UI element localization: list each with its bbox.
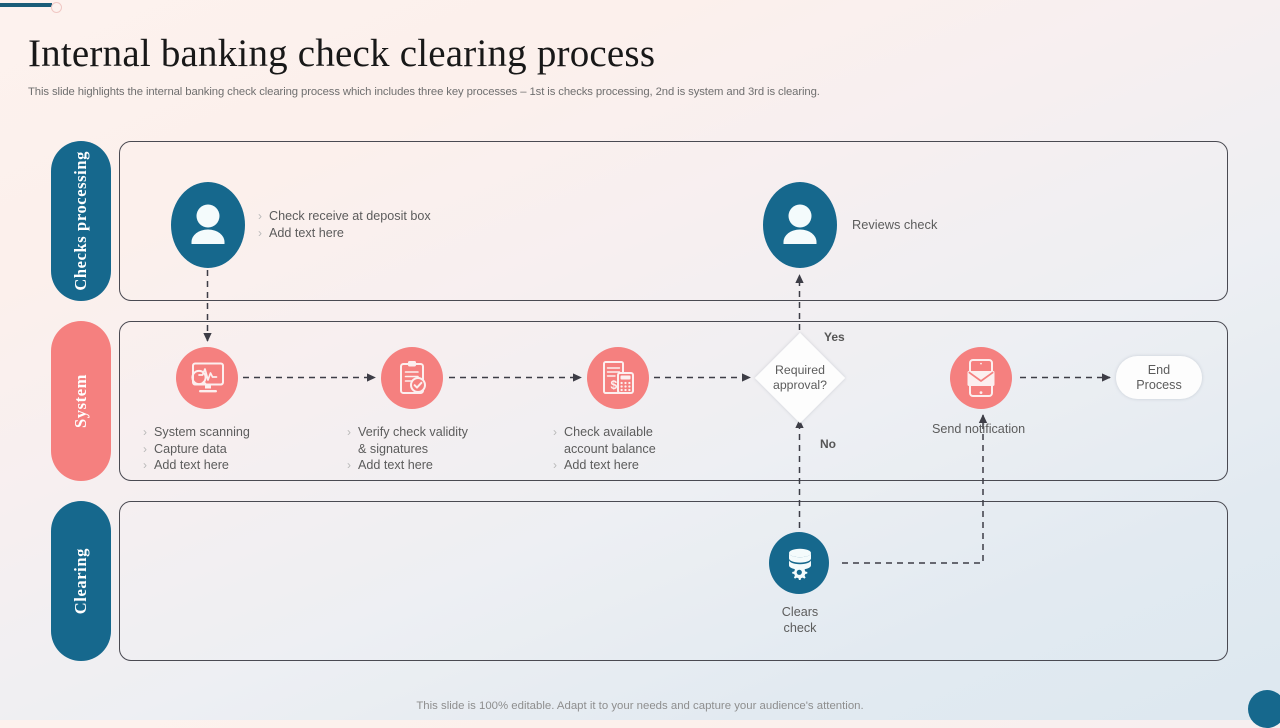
list-item: › Check available account balance [553,424,656,457]
list-item-label: Add text here [269,225,344,240]
list-item: › Verify check validity & signatures [347,424,468,457]
bullets-verify-check: › Verify check validity & signatures › A… [347,424,468,474]
label-clears-check: Clears check [781,605,819,635]
node-system-scanning[interactable] [176,347,238,409]
list-item-label: Check receive at deposit box [269,209,431,223]
list-item-label: Verify check validity & signatures [358,425,468,456]
page-title: Internal banking check clearing process [28,32,656,75]
person-icon [763,182,837,268]
list-item: › Capture data [143,441,250,458]
label-send-notification: Send notification [932,422,1026,436]
lane-label-clearing[interactable]: Clearing [51,501,111,661]
monitor-scan-icon [176,347,238,409]
list-item-label: Add text here [358,458,433,472]
lane-box-clearing [119,501,1228,661]
footer-note: This slide is 100% editable. Adapt it to… [416,700,864,712]
chevron-right-icon: › [553,425,557,439]
chevron-right-icon: › [347,458,351,472]
list-item-label: Add text here [564,458,639,472]
chevron-right-icon: › [143,458,147,472]
lane-label-text: Clearing [71,547,90,615]
list-item-label: Add text here [154,458,229,472]
chevron-right-icon: › [143,441,147,456]
phone-mail-icon [950,347,1012,409]
node-person-review[interactable] [763,182,837,268]
clipboard-check-icon [381,347,443,409]
top-accent-bar [0,3,52,7]
invoice-calculator-icon: $ [587,347,649,409]
person-icon [171,182,245,268]
lane-label-checks-processing[interactable]: Checks processing [51,141,111,301]
lane-label-text: Checks processing [71,151,90,291]
chevron-right-icon: › [553,458,557,472]
list-item: › Add text here [143,457,250,474]
node-verify-check-validity[interactable] [381,347,443,409]
node-check-account-balance[interactable]: $ [587,347,649,409]
lane-box-system [119,321,1228,481]
node-clears-check[interactable] [769,532,829,594]
top-accent-circle-icon [51,2,62,13]
lane-label-text: System [71,373,90,428]
list-item: › Add text here [347,457,468,474]
decision-label: Required approval? [772,363,827,392]
database-gear-icon [769,532,829,594]
bullets-person-deposit: › Check receive at deposit box › Add tex… [258,208,431,241]
chevron-right-icon: › [143,425,147,439]
lane-box-checks-processing [119,141,1228,301]
list-item-label: Check available account balance [564,425,656,456]
list-item: › Add text here [258,225,431,242]
page-subtitle: This slide highlights the internal banki… [28,86,820,98]
node-decision-required-approval[interactable]: Required approval? [754,332,846,424]
bullets-system-scanning: › System scanning › Capture data › Add t… [143,424,250,474]
node-end-process[interactable]: End Process [1116,356,1202,399]
list-item: › Add text here [553,457,656,474]
list-item: › System scanning [143,424,250,441]
list-item-label: System scanning [154,425,250,439]
node-person-deposit[interactable] [171,182,245,268]
flow-label-yes: Yes [824,330,845,344]
list-item: › Check receive at deposit box [258,208,431,225]
chevron-right-icon: › [258,225,262,240]
node-send-notification[interactable] [950,347,1012,409]
bullets-check-balance: › Check available account balance › Add … [553,424,656,474]
chevron-right-icon: › [258,209,262,223]
list-item-label: Capture data [154,441,227,456]
label-reviews-check: Reviews check [852,217,938,232]
svg-text:$: $ [611,378,618,392]
chevron-right-icon: › [347,425,351,439]
flow-label-no: No [820,437,836,451]
lane-label-system[interactable]: System [51,321,111,481]
